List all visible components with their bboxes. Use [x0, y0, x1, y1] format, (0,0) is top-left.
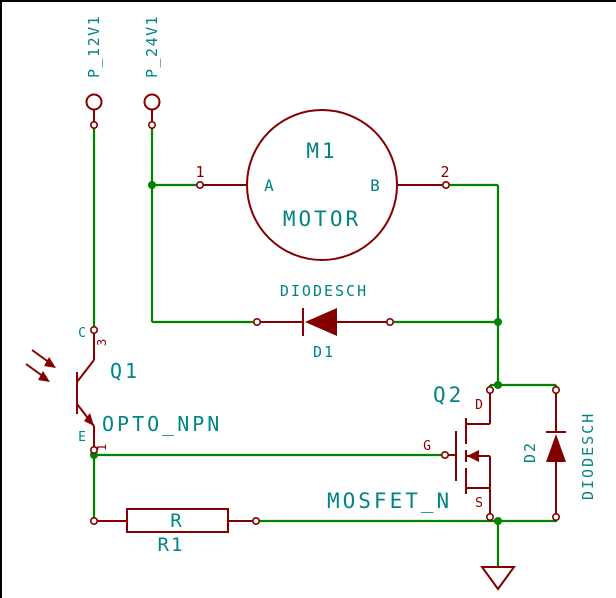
mosfet-q2-reference-label: Q2	[433, 383, 464, 407]
junction-dot	[494, 517, 502, 525]
opto-q1-collector-number: 3	[95, 339, 109, 346]
diode-triangle-icon	[305, 308, 337, 336]
mosfet-q2-drain-name: D	[475, 398, 483, 413]
pin-end-icon	[441, 181, 450, 190]
connector-circle-icon	[85, 93, 103, 111]
diode-d2-reference-label: D2	[521, 441, 539, 463]
mosfet-q2-source-name: S	[475, 496, 483, 511]
motor-reference-label: M1	[306, 139, 337, 163]
junction-dot	[148, 181, 156, 189]
pin-end-icon	[252, 516, 261, 525]
motor-pin-2-number: 2	[440, 163, 449, 181]
power-pin-p24-label: P_24V1	[143, 15, 161, 78]
pin-end-icon	[90, 121, 99, 130]
connector-circle-icon	[143, 93, 161, 111]
pin-end-icon	[440, 450, 449, 459]
diode-d2-value-label: DIODESCH	[579, 412, 597, 500]
diode-d1-value-label: DIODESCH	[280, 282, 368, 300]
junction-dot	[494, 318, 502, 326]
diode-d1-symbol[interactable]	[253, 308, 394, 336]
junction-dot	[494, 381, 502, 389]
bulk-arrow-icon	[467, 450, 479, 462]
pin-end-icon	[148, 121, 157, 130]
junction-dots	[90, 181, 502, 525]
pin-end-icon	[485, 385, 494, 394]
pin-end-icon	[485, 512, 494, 521]
opto-q1-collector-name: C	[78, 326, 86, 341]
mosfet-q2-value-label: MOSFET_N	[327, 489, 452, 513]
pin-end-icon	[90, 445, 99, 454]
pin-end-icon	[253, 317, 262, 326]
opto-q1-reference-label: Q1	[110, 359, 140, 383]
ground-triangle-icon	[480, 566, 516, 591]
pin-end-icon	[385, 317, 394, 326]
pin-end-icon	[90, 325, 99, 334]
opto-q1-emitter-name: E	[78, 430, 86, 445]
wires[interactable]	[92, 128, 558, 566]
motor-pin-a-name: A	[264, 176, 274, 195]
resistor-r1-symbol[interactable]	[90, 508, 261, 533]
pin-end-icon	[196, 181, 205, 190]
opto-q1-value-label: OPTO_NPN	[102, 412, 222, 436]
pin-end-icon	[551, 385, 560, 394]
ground-symbol[interactable]	[480, 566, 516, 591]
motor-symbol[interactable]	[196, 109, 450, 261]
light-arrowhead-icon	[44, 357, 56, 368]
power-pin-p12-symbol[interactable]	[85, 93, 103, 130]
motor-pin-1-number: 1	[195, 163, 204, 181]
power-pin-p12-label: P_12V1	[85, 15, 103, 78]
diode-d2-symbol[interactable]	[546, 385, 566, 521]
resistor-r1-reference-label: R1	[158, 534, 185, 556]
pin-end-icon	[551, 512, 560, 521]
opto-q1-symbol[interactable]	[25, 325, 99, 454]
emitter-arrow-icon	[84, 413, 94, 426]
mosfet-q2-symbol[interactable]	[440, 385, 494, 521]
motor-value-label: MOTOR	[283, 207, 361, 231]
diode-d1-reference-label: D1	[313, 343, 335, 361]
pin-end-icon	[90, 516, 99, 525]
power-pin-p24-symbol[interactable]	[143, 93, 161, 130]
light-arrowhead-icon	[38, 371, 50, 382]
opto-q1-emitter-number: 1	[95, 444, 109, 451]
motor-pin-b-name: B	[370, 176, 380, 195]
mosfet-q2-gate-name: G	[423, 439, 431, 454]
diode-triangle-icon	[546, 434, 566, 462]
resistor-r1-value-label: R	[170, 510, 183, 532]
